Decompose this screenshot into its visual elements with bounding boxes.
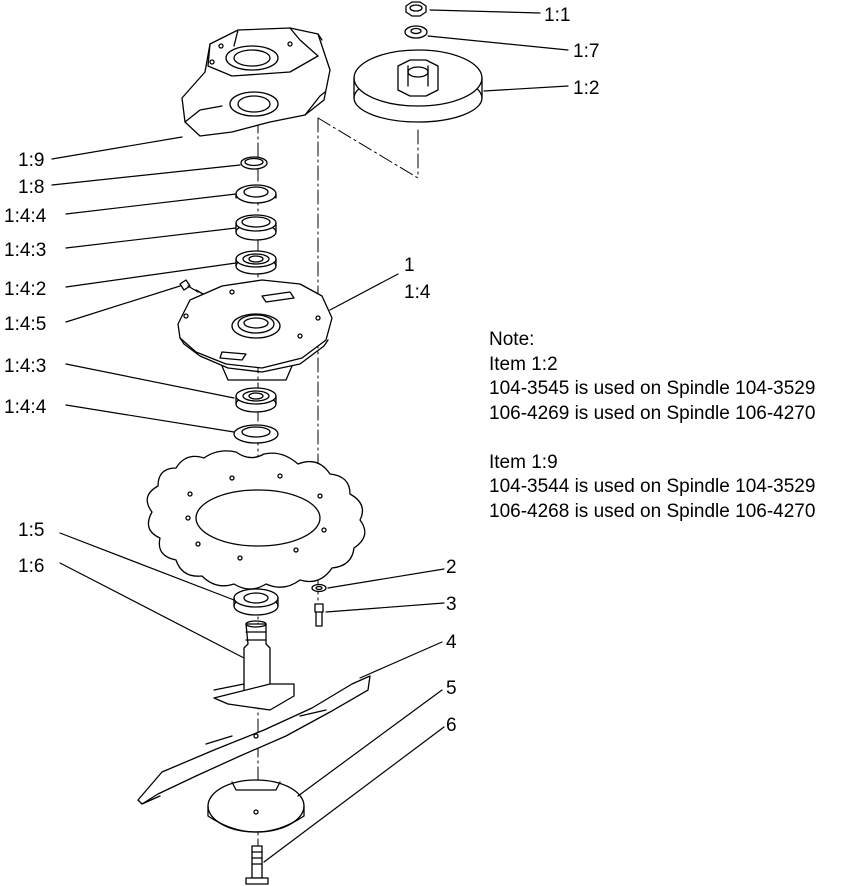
callout-1-4-4-lower: 1:4:4 bbox=[4, 397, 47, 418]
blade-cup-part bbox=[207, 779, 305, 833]
note-heading: Note: bbox=[489, 329, 535, 350]
spindle-housing-part bbox=[181, 27, 331, 137]
bearing-upper-part bbox=[235, 250, 277, 275]
callout-1-2: 1:2 bbox=[573, 78, 599, 99]
pulley-part bbox=[353, 49, 483, 123]
washer-part bbox=[404, 25, 428, 39]
flange-seal-part bbox=[233, 588, 279, 616]
callout-1-8: 1:8 bbox=[18, 177, 44, 198]
cutting-blade-part bbox=[137, 675, 371, 805]
note-spacer bbox=[489, 426, 815, 451]
bearing-cup-upper-part bbox=[235, 214, 277, 241]
seal-lower-part bbox=[233, 424, 279, 444]
deck-plate-part bbox=[146, 450, 366, 590]
callout-1-4-3-lower: 1:4:3 bbox=[4, 356, 46, 377]
note-text: 104-3545 is used on Spindle 104-3529 bbox=[489, 378, 816, 399]
nut-part bbox=[405, 1, 427, 17]
note-item-label: Item 1:2 bbox=[489, 353, 558, 375]
note-text: 106-4268 is used on Spindle 106-4270 bbox=[489, 500, 816, 522]
parts-note: Note: Item 1:2 104-3545 is used on Spind… bbox=[489, 328, 815, 524]
callout-1-6: 1:6 bbox=[18, 556, 44, 577]
note-text: 106-4269 is used on Spindle 106-4270 bbox=[489, 402, 816, 424]
callout-1: 1 bbox=[404, 255, 415, 276]
small-bolt-part bbox=[314, 603, 324, 627]
callout-2: 2 bbox=[446, 557, 457, 578]
callout-1-4: 1:4 bbox=[404, 282, 431, 303]
callout-1-4-2: 1:4:2 bbox=[4, 279, 46, 300]
spindle-plate-part bbox=[177, 279, 333, 381]
spindle-shaft-part bbox=[213, 620, 295, 711]
note-item-label: Item 1:9 bbox=[489, 451, 558, 473]
callout-3: 3 bbox=[446, 594, 457, 615]
small-washer-part bbox=[311, 583, 327, 593]
callout-1-1: 1:1 bbox=[544, 5, 570, 26]
callout-1-4-4-upper: 1:4:4 bbox=[4, 206, 47, 227]
callout-labels: 1:1 1:7 1:2 1:9 1:8 1:4:4 1:4:3 1:4:2 1:… bbox=[4, 5, 599, 736]
callout-1-9: 1:9 bbox=[18, 150, 44, 171]
callout-1-4-3-upper: 1:4:3 bbox=[4, 240, 46, 261]
retaining-ring-part bbox=[240, 156, 268, 170]
callout-6: 6 bbox=[446, 715, 457, 736]
blade-bolt-part bbox=[245, 845, 269, 885]
callout-1-7: 1:7 bbox=[573, 41, 599, 62]
leader-lines bbox=[51, 9, 569, 863]
seal-upper-part bbox=[235, 184, 277, 204]
callout-1-4-5: 1:4:5 bbox=[4, 314, 46, 335]
bearing-cup-lower-part bbox=[235, 387, 277, 413]
note-text: 104-3544 is used on Spindle 104-3529 bbox=[489, 476, 816, 497]
callout-4: 4 bbox=[446, 632, 457, 653]
callout-5: 5 bbox=[446, 678, 457, 699]
callout-1-5: 1:5 bbox=[18, 520, 44, 541]
